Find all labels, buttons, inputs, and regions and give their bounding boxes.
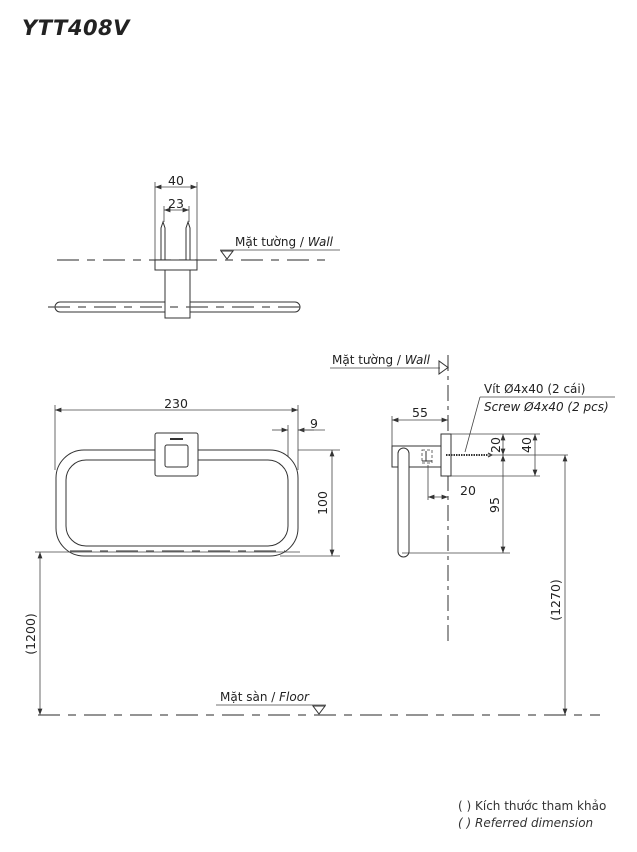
mount-stem <box>164 269 191 319</box>
dim-9-label: 9 <box>310 416 318 431</box>
mount-plate <box>154 259 198 271</box>
side-wall-label: Mặt tường / Wall <box>332 353 431 367</box>
front-view: 230 9 100 (1200) Mặt sàn / Floor <box>23 396 600 716</box>
screw-label-en: Screw Ø4x40 (2 pcs) <box>484 400 609 414</box>
top-view: 40 23 Mặt tường / Wall <box>48 173 340 319</box>
screw-icon <box>160 220 191 261</box>
dim-1270-label: (1270) <box>548 579 563 621</box>
floor-label: Mặt sàn / Floor <box>220 690 310 704</box>
dim-40-vertical-label: 40 <box>519 437 534 453</box>
dim-100-label: 100 <box>315 491 330 515</box>
floor-marker-icon <box>312 705 326 715</box>
bracket-cap <box>164 444 189 468</box>
dim-230-label: 230 <box>164 396 188 411</box>
note-vi: ( ) Kích thước tham khảo <box>458 799 607 813</box>
screw-leader-line <box>464 396 481 453</box>
dim-95-label: 95 <box>487 497 502 513</box>
wall-marker-icon <box>438 360 449 375</box>
dim-55-label: 55 <box>412 405 428 420</box>
dim-40-label: 40 <box>168 173 184 188</box>
side-view: Mặt tường / Wall 55 20 40 20 95 (1270) V… <box>330 353 615 715</box>
ring-side <box>397 447 410 558</box>
screw-label-vi: Vít Ø4x40 (2 cái) <box>484 382 585 396</box>
dim-23-label: 23 <box>168 196 184 211</box>
dim-1200-label: (1200) <box>23 613 38 655</box>
model-title: YTT408V <box>22 16 130 40</box>
wall-marker-icon <box>220 250 234 260</box>
dim-20-vertical-label: 20 <box>488 437 503 453</box>
set-screw-icon <box>422 451 432 462</box>
note-en: ( ) Referred dimension <box>458 816 594 830</box>
top-wall-label: Mặt tường / Wall <box>235 235 334 249</box>
reference-note: ( ) Kích thước tham khảo ( ) Referred di… <box>458 798 606 832</box>
dim-20-horizontal-label: 20 <box>460 483 476 498</box>
